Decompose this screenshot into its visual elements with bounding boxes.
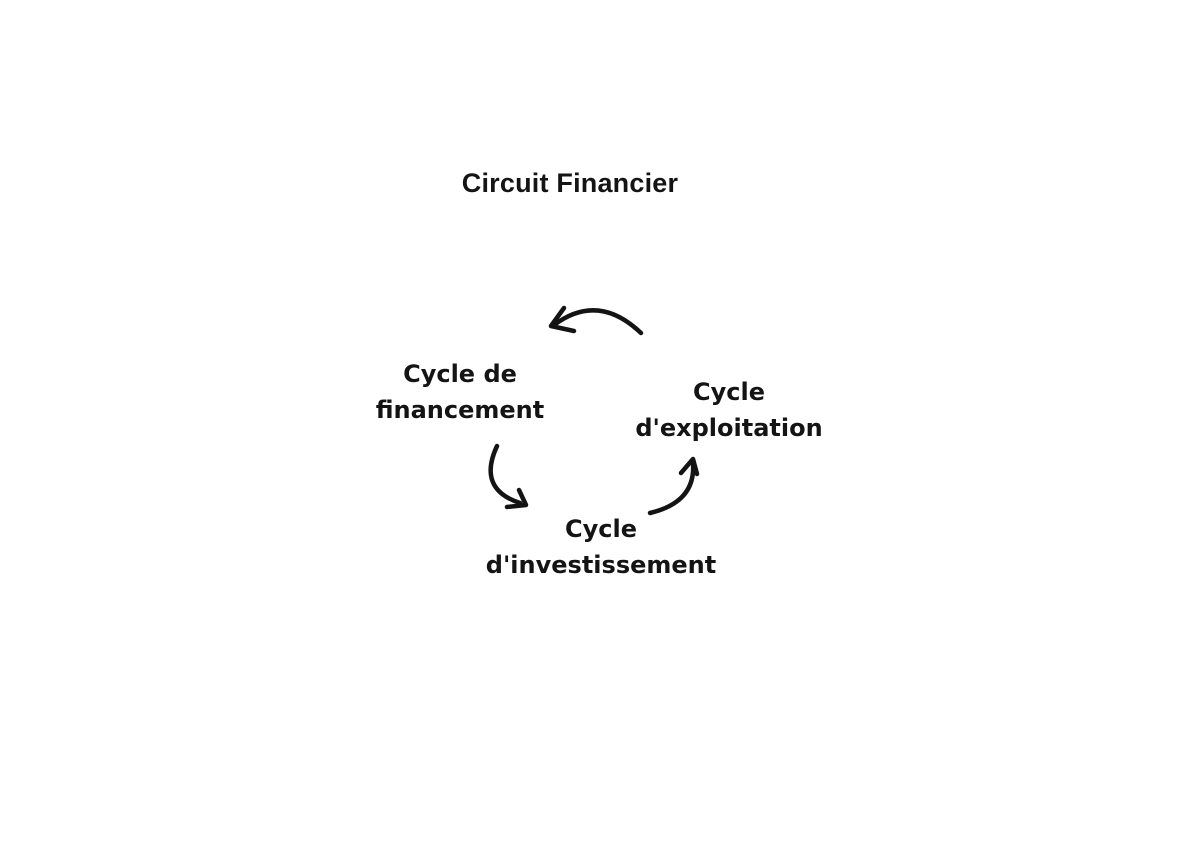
arrow-investissement-to-exploitation (647, 456, 700, 516)
arrow-curve (647, 460, 696, 516)
arrow-curve (551, 308, 644, 336)
arrow-up-arrowhead-icon (678, 456, 700, 477)
node-cycle-investissement: Cycle d'investissement (485, 515, 717, 579)
node-cycle-financement: Cycle de financement (375, 360, 545, 424)
arrow-down-arrowhead-icon (504, 487, 529, 510)
arrow-exploitation-to-financement (548, 305, 644, 336)
node-cycle-exploitation: Cycle d'exploitation (635, 378, 823, 442)
arrow-curve (488, 443, 523, 506)
diagram-title: Circuit Financier (461, 168, 679, 198)
arrow-left-arrowhead-icon (548, 305, 577, 334)
arrow-financement-to-investissement (488, 443, 529, 510)
